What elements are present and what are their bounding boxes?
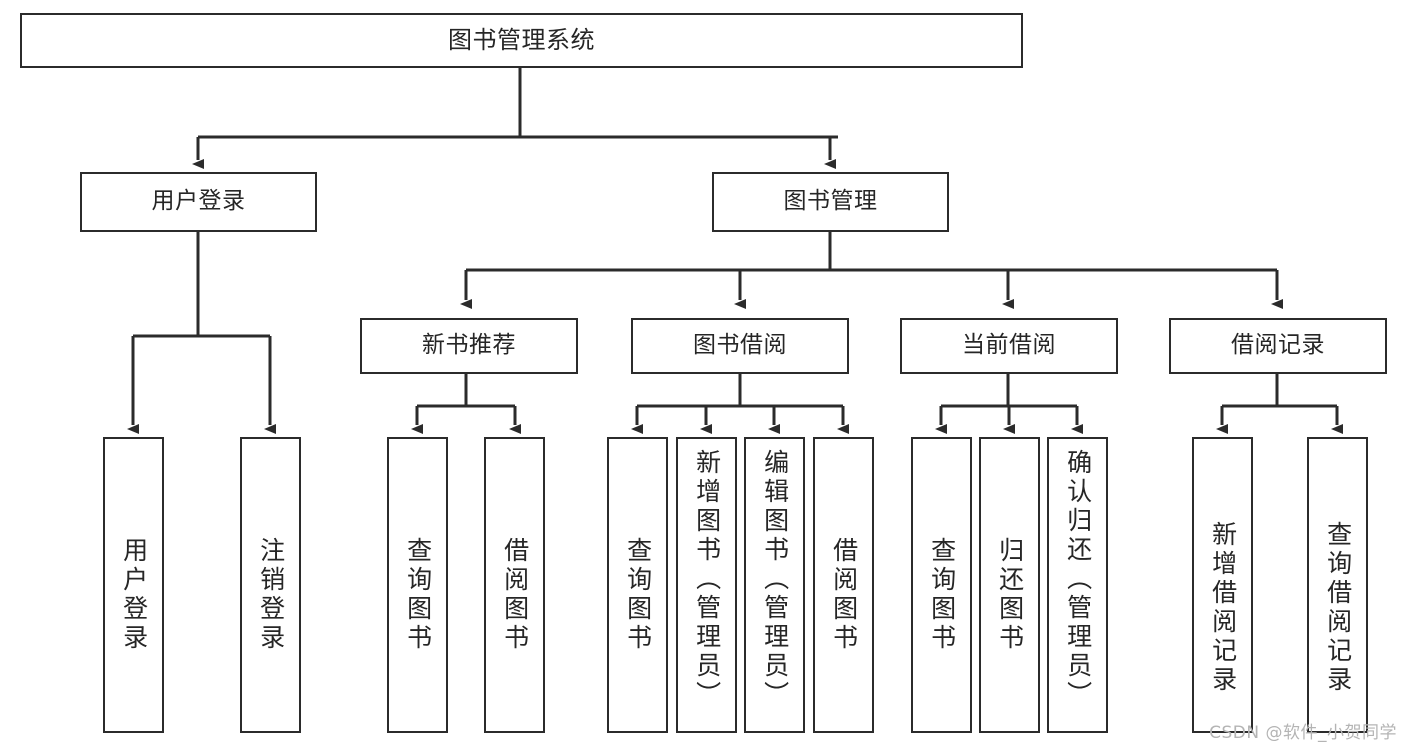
node-book-management[interactable]: 图书管理 — [712, 172, 949, 232]
node-label: 新书推荐 — [422, 332, 516, 359]
leaf-add-borrow-record[interactable]: 新增借阅记录 — [1192, 437, 1253, 733]
node-label: 确认归还（管理员） — [1063, 449, 1093, 710]
node-user-login[interactable]: 用户登录 — [80, 172, 317, 232]
node-label: 借阅图书 — [829, 537, 859, 653]
node-label: 当前借阅 — [962, 332, 1056, 359]
leaf-user-login[interactable]: 用户登录 — [103, 437, 164, 733]
node-label: 图书管理 — [783, 188, 878, 215]
leaf-query-book-recommend[interactable]: 查询图书 — [387, 437, 448, 733]
node-label: 借阅图书 — [500, 537, 530, 653]
leaf-query-borrow-record[interactable]: 查询借阅记录 — [1307, 437, 1368, 733]
node-label: 新增借阅记录 — [1208, 521, 1238, 695]
leaf-borrow-book-recommend[interactable]: 借阅图书 — [484, 437, 545, 733]
node-label: 查询借阅记录 — [1323, 521, 1353, 695]
node-label: 图书管理系统 — [448, 26, 595, 55]
node-label: 图书借阅 — [693, 332, 787, 359]
leaf-add-book-admin[interactable]: 新增图书（管理员） — [676, 437, 737, 733]
node-new-book-recommend[interactable]: 新书推荐 — [360, 318, 578, 374]
leaf-confirm-return-admin[interactable]: 确认归还（管理员） — [1047, 437, 1108, 733]
node-label: 用户登录 — [119, 537, 149, 653]
leaf-borrow-book[interactable]: 借阅图书 — [813, 437, 874, 733]
leaf-return-book[interactable]: 归还图书 — [979, 437, 1040, 733]
leaf-logout-login[interactable]: 注销登录 — [240, 437, 301, 733]
node-label: 注销登录 — [256, 537, 286, 653]
node-book-borrow[interactable]: 图书借阅 — [631, 318, 849, 374]
node-label: 新增图书（管理员） — [692, 449, 722, 710]
leaf-edit-book-admin[interactable]: 编辑图书（管理员） — [744, 437, 805, 733]
watermark: CSDN @软件_小贺同学 — [1209, 723, 1397, 743]
node-label: 编辑图书（管理员） — [760, 449, 790, 710]
leaf-query-book-borrow[interactable]: 查询图书 — [607, 437, 668, 733]
node-label: 归还图书 — [995, 537, 1025, 653]
node-label: 查询图书 — [403, 537, 433, 653]
node-label: 查询图书 — [623, 537, 653, 653]
node-label: 借阅记录 — [1231, 332, 1325, 359]
node-borrow-record[interactable]: 借阅记录 — [1169, 318, 1387, 374]
leaf-query-book-current[interactable]: 查询图书 — [911, 437, 972, 733]
node-root-book-management-system[interactable]: 图书管理系统 — [20, 13, 1023, 68]
node-label: 用户登录 — [151, 188, 246, 215]
node-label: 查询图书 — [927, 537, 957, 653]
node-current-borrow[interactable]: 当前借阅 — [900, 318, 1118, 374]
